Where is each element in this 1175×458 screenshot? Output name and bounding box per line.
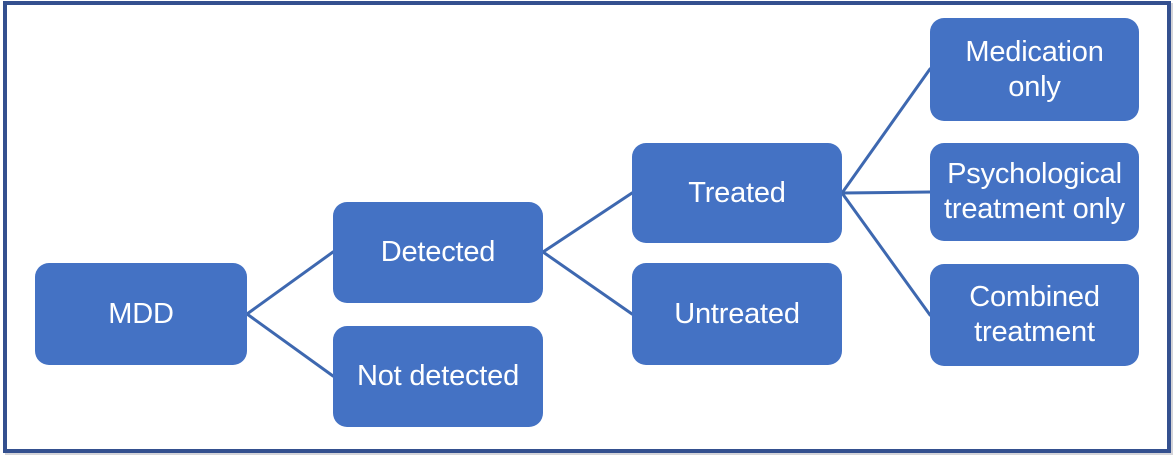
- node-medication-only: Medication only: [930, 18, 1139, 121]
- edge-mdd-detected: [245, 250, 335, 316]
- node-untreated: Untreated: [632, 263, 842, 365]
- node-treated-label: Treated: [688, 176, 786, 209]
- node-detected: Detected: [333, 202, 543, 303]
- node-combined-treatment-label: Combined treatment: [969, 281, 1100, 348]
- node-mdd: MDD: [35, 263, 247, 365]
- node-not-detected: Not detected: [333, 326, 543, 427]
- node-psychological-treatment-only: Psychological treatment only: [930, 143, 1139, 241]
- node-untreated-label: Untreated: [674, 297, 800, 330]
- edge-treated-psychological-treatment: [840, 190, 932, 195]
- node-medication-only-label: Medication only: [965, 35, 1104, 103]
- edge-detected-untreated: [541, 250, 634, 316]
- edge-mdd-not-detected: [245, 312, 335, 378]
- edge-treated-combined-treatment: [840, 191, 932, 317]
- edge-detected-treated: [541, 191, 634, 254]
- node-treated: Treated: [632, 143, 842, 243]
- edge-treated-medication-only: [840, 67, 932, 195]
- diagram-frame: [3, 1, 1171, 453]
- node-combined-treatment: Combined treatment: [930, 264, 1139, 366]
- node-not-detected-label: Not detected: [356, 360, 520, 392]
- node-detected-label: Detected: [380, 236, 496, 268]
- node-mdd-label: MDD: [108, 297, 174, 330]
- node-psychological-treatment-only-label: Psychological treatment only: [944, 158, 1125, 225]
